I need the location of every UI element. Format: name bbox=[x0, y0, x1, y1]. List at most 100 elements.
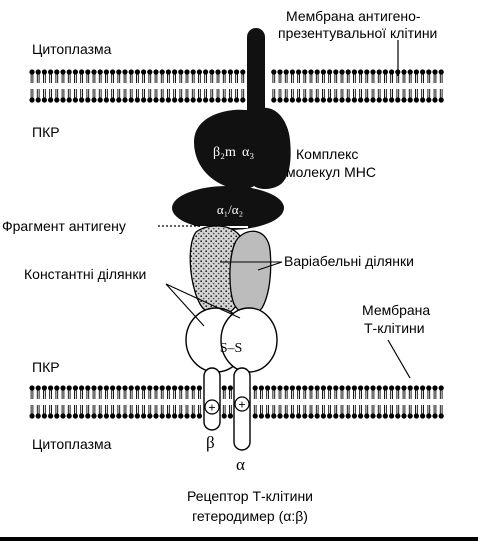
lipid-head bbox=[358, 97, 364, 103]
lipid-head bbox=[141, 97, 147, 103]
lipid-head bbox=[358, 69, 364, 75]
lipid-head bbox=[240, 69, 246, 75]
lipid-head bbox=[79, 97, 85, 103]
lipid-head bbox=[395, 413, 401, 419]
lipid-head bbox=[91, 97, 97, 103]
lipid-head bbox=[389, 385, 395, 391]
lipid-head bbox=[234, 97, 240, 103]
lipid-head bbox=[420, 413, 426, 419]
lipid-head bbox=[314, 69, 320, 75]
lipid-head bbox=[178, 97, 184, 103]
lipid-head bbox=[320, 385, 326, 391]
lipid-head bbox=[41, 413, 48, 419]
lipid-head bbox=[54, 69, 60, 75]
alpha-charge-plus: + bbox=[238, 397, 245, 412]
apc-membrane-label-line1: Мембрана антигено- bbox=[286, 8, 421, 24]
lipid-head bbox=[128, 97, 134, 103]
lipid-head bbox=[413, 385, 419, 391]
lipid-head bbox=[382, 69, 388, 75]
lipid-head bbox=[85, 413, 91, 419]
lipid-head bbox=[407, 97, 413, 103]
lipid-head bbox=[351, 69, 357, 75]
lipid-head bbox=[320, 413, 326, 419]
antigen-fragment-label: Фрагмент антигену bbox=[2, 218, 126, 234]
lipid-head bbox=[159, 69, 165, 75]
cytoplasm-bottom-label: Цитоплазма bbox=[32, 436, 112, 452]
lipid-head bbox=[265, 385, 271, 391]
variable-regions-label: Варіабельні ділянки bbox=[284, 253, 414, 269]
t-membrane-pointer bbox=[387, 339, 411, 379]
lipid-head bbox=[153, 97, 159, 103]
lipid-head bbox=[196, 69, 202, 75]
lipid-head bbox=[134, 413, 140, 419]
lipid-head bbox=[271, 413, 277, 419]
lipid-head bbox=[426, 385, 432, 391]
lipid-head bbox=[339, 413, 345, 419]
lipid-head bbox=[103, 97, 109, 103]
lipid-head bbox=[165, 385, 171, 391]
beta-charge-marker bbox=[204, 399, 220, 415]
lipid-head bbox=[364, 97, 370, 103]
lipid-head bbox=[283, 97, 289, 103]
lipid-head bbox=[54, 97, 60, 103]
lipid-head bbox=[97, 413, 103, 419]
lipid-head bbox=[128, 413, 134, 419]
lipid-head bbox=[289, 97, 295, 103]
lipid-head bbox=[141, 413, 147, 419]
lipid-head bbox=[60, 97, 66, 103]
lipid-head bbox=[122, 97, 128, 103]
lipid-head bbox=[227, 69, 233, 75]
lipid-head bbox=[209, 97, 215, 103]
lipid-head bbox=[159, 97, 165, 103]
lipid-head bbox=[128, 385, 134, 391]
lipid-head bbox=[221, 97, 227, 103]
lipid-head bbox=[184, 413, 190, 419]
lipid-head bbox=[296, 413, 302, 419]
lipid-head bbox=[122, 413, 128, 419]
disulfide-bond-label: S–S bbox=[220, 341, 243, 356]
lipid-head bbox=[60, 385, 66, 391]
lipid-head bbox=[413, 97, 419, 103]
lipid-head bbox=[283, 69, 289, 75]
lipid-head bbox=[29, 69, 35, 75]
lipid-head bbox=[72, 69, 78, 75]
lipid-head bbox=[345, 69, 351, 75]
lipid-head bbox=[252, 385, 258, 391]
mhc-complex-label-line1: Комплекс bbox=[296, 146, 359, 162]
lipid-head bbox=[364, 413, 370, 419]
lipid-head bbox=[134, 69, 140, 75]
lipid-head bbox=[48, 413, 54, 419]
lipid-head bbox=[66, 97, 72, 103]
lipid-head bbox=[351, 385, 357, 391]
lipid-head bbox=[147, 413, 153, 419]
tcr-beta-chain-tail bbox=[203, 367, 221, 431]
lipid-head bbox=[283, 413, 289, 419]
lipid-head bbox=[327, 69, 333, 75]
lipid-head bbox=[339, 97, 345, 103]
lipid-head bbox=[66, 69, 72, 75]
lipid-head bbox=[91, 413, 97, 419]
lipid-head bbox=[147, 385, 153, 391]
lipid-head bbox=[296, 69, 302, 75]
alpha-charge-marker bbox=[234, 396, 250, 412]
lipid-head bbox=[48, 69, 54, 75]
lipid-head bbox=[141, 385, 147, 391]
lipid-head bbox=[438, 69, 444, 75]
lipid-head bbox=[296, 97, 302, 103]
lipid-head bbox=[209, 69, 215, 75]
lipid-head bbox=[178, 69, 184, 75]
mhc-complex-label-line2: молекул МНС bbox=[286, 164, 376, 180]
lipid-head bbox=[134, 385, 140, 391]
lipid-head bbox=[438, 97, 444, 103]
lipid-head bbox=[48, 97, 54, 103]
lipid-head bbox=[401, 69, 407, 75]
lipid-head bbox=[196, 413, 202, 419]
lipid-head bbox=[165, 69, 171, 75]
lipid-head bbox=[370, 69, 376, 75]
lipid-head bbox=[221, 69, 227, 75]
b2m-domain-label: β₂m bbox=[213, 145, 236, 160]
constant-regions-label: Константні ділянки bbox=[24, 266, 147, 282]
lipid-head bbox=[184, 97, 190, 103]
cytoplasm-top-label: Цитоплазма bbox=[32, 41, 112, 57]
